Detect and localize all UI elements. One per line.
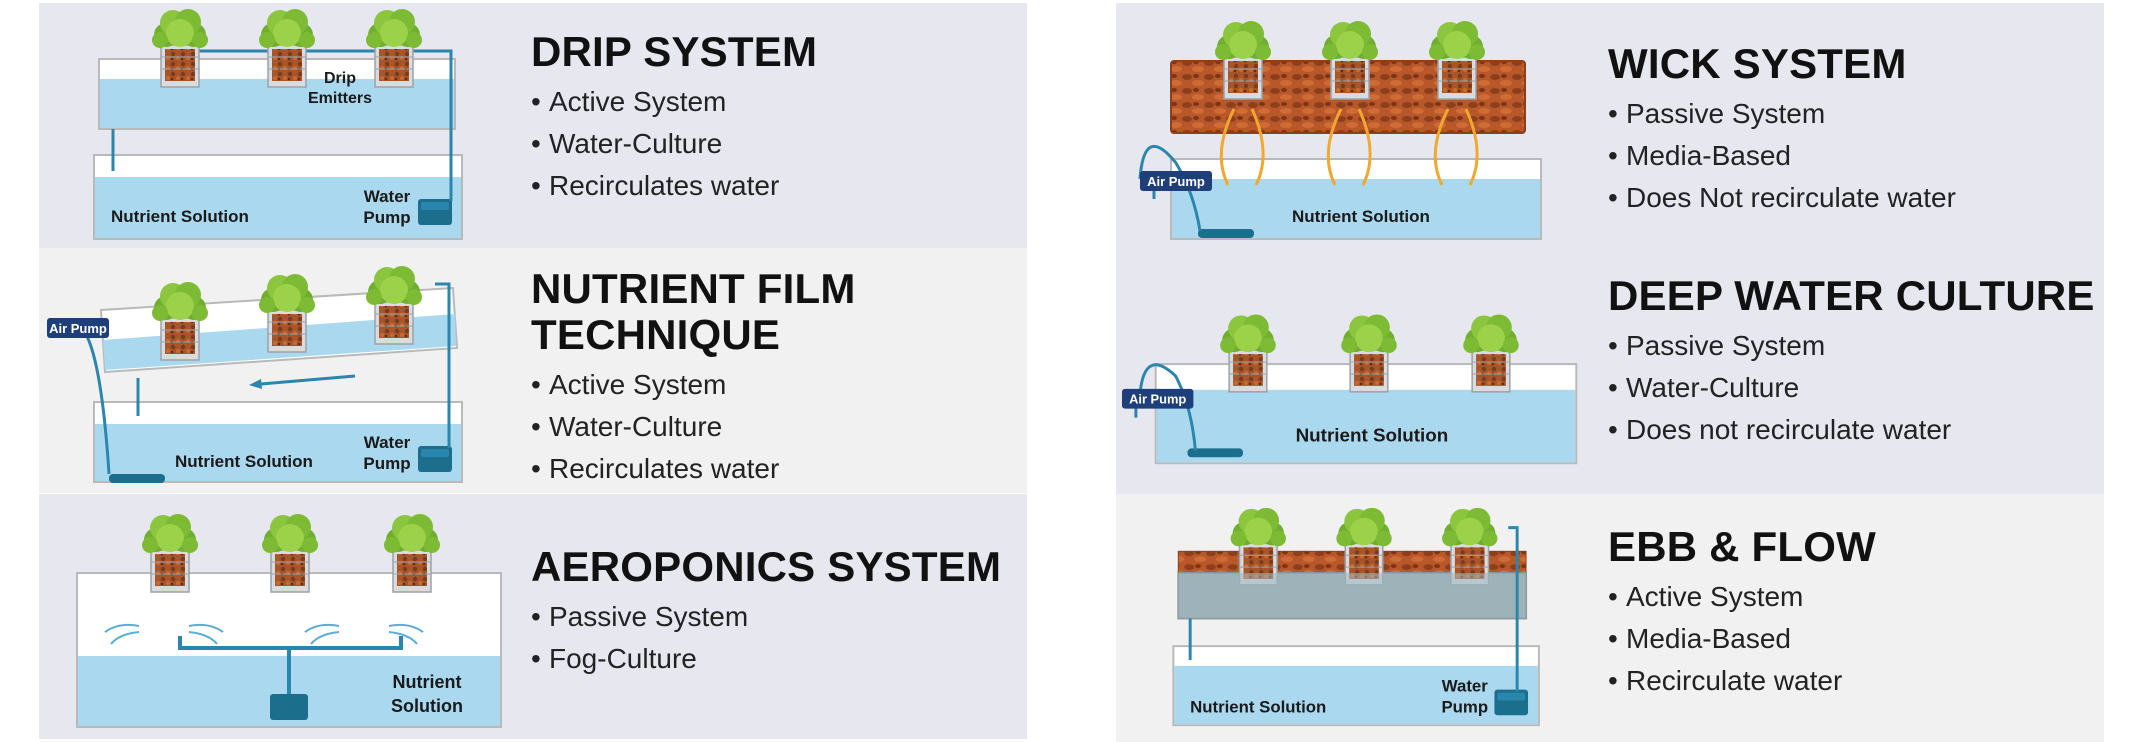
water-pump-icon — [270, 694, 308, 720]
air-pump-label: Air Pump — [1147, 174, 1205, 189]
air-pump-icon — [1140, 171, 1212, 191]
water-pump-label-1: Water — [1442, 677, 1488, 696]
drip-emitters-label-1: Drip — [324, 70, 356, 87]
aeroponics-text: AEROPONICS SYSTEM •Passive System •Fog-C… — [531, 544, 1021, 680]
feature-item: •Water-Culture — [531, 411, 723, 442]
plant-icon — [1214, 20, 1272, 100]
drip-emitters-label-2: Emitters — [308, 90, 372, 107]
water-pump-icon — [1494, 689, 1529, 716]
plant-icon — [365, 265, 423, 345]
panel-wick-system: Air Pump Nutrient Solution WICK SYSTEM •… — [1116, 3, 2104, 247]
nutrient-solution-label: Nutrient Solution — [1292, 207, 1430, 226]
plant-icon — [258, 273, 316, 353]
dwc-illustration: Air Pump Nutrient Solution — [1116, 247, 1616, 492]
wick-system-text: WICK SYSTEM •Passive System •Media-Based… — [1608, 41, 2098, 219]
nft-illustration: Air Pump Nutrient Solution Water Pump — [39, 248, 539, 493]
plant-icon — [365, 8, 423, 88]
plant-icon — [151, 8, 209, 88]
panel-title: DRIP SYSTEM — [531, 28, 818, 75]
feature-item: •Recirculates water — [531, 170, 780, 201]
air-pump-label: Air Pump — [49, 321, 107, 336]
air-pump-label: Air Pump — [1129, 392, 1186, 407]
feature-item: •Active System — [1608, 581, 1804, 612]
nutrient-solution-label: Nutrient Solution — [175, 452, 313, 471]
feature-item: •Water-Culture — [531, 128, 723, 159]
panel-ebb-and-flow: Nutrient Solution Water Pump EBB & FLOW … — [1116, 494, 2104, 742]
water-pump-label-2: Pump — [363, 208, 410, 227]
panel-aeroponics-system: Nutrient Solution AEROPONICS SYSTEM •Pas… — [39, 494, 1027, 739]
water-pump-label-1: Water — [364, 187, 411, 206]
air-stone-icon — [1198, 229, 1254, 238]
water-pump-label-2: Pump — [363, 454, 410, 473]
panel-nutrient-film-technique: Air Pump Nutrient Solution Water Pump NU… — [39, 248, 1027, 493]
panel-title: EBB & FLOW — [1608, 523, 1876, 570]
nutrient-solution-label: Nutrient Solution — [1190, 697, 1326, 716]
air-stone-icon — [109, 474, 165, 483]
feature-item: •Water-Culture — [1608, 372, 1800, 403]
nutrient-solution-label-2: Solution — [391, 696, 463, 716]
plant-icon — [261, 513, 319, 593]
feature-item: •Active System — [531, 369, 727, 400]
plant-icon — [258, 8, 316, 88]
panel-title: DEEP WATER CULTURE — [1608, 272, 2095, 319]
plant-icon — [141, 513, 199, 593]
panel-title-line-1: NUTRIENT FILM — [531, 265, 856, 312]
feature-item: •Fog-Culture — [531, 643, 697, 674]
air-pump-icon — [1121, 388, 1194, 409]
panel-title: WICK SYSTEM — [1608, 40, 1907, 87]
plant-icon — [1340, 313, 1398, 393]
panel-drip-system: Drip Emitters Nutrient Solution Water Pu… — [39, 3, 1027, 248]
drip-system-illustration: Drip Emitters Nutrient Solution Water Pu… — [39, 3, 539, 248]
water-pump-icon — [418, 446, 452, 472]
feature-item: •Recirculates water — [531, 453, 780, 484]
plant-icon — [1428, 20, 1486, 100]
feature-item: •Passive System — [1608, 98, 1826, 129]
feature-item: •Media-Based — [1608, 140, 1791, 171]
wick-system-illustration: Air Pump Nutrient Solution — [1116, 3, 1616, 248]
aeroponics-illustration: Nutrient Solution — [39, 494, 539, 739]
water-pump-icon — [418, 199, 452, 225]
water-pump-label-2: Pump — [1441, 697, 1488, 716]
water-pump-label-1: Water — [364, 433, 411, 452]
plant-icon — [151, 281, 209, 361]
feature-item: •Recirculate water — [1608, 665, 1843, 696]
feature-item: •Does Not recirculate water — [1608, 182, 1956, 213]
nft-text: NUTRIENT FILM TECHNIQUE •Active System •… — [531, 266, 1021, 490]
plant-icon — [1321, 20, 1379, 100]
panel-deep-water-culture: Air Pump Nutrient Solution DEEP WATER CU… — [1116, 247, 2104, 494]
plant-icon — [1462, 313, 1520, 393]
ebb-flow-illustration: Nutrient Solution Water Pump — [1116, 494, 1616, 739]
feature-item: •Media-Based — [1608, 623, 1791, 654]
wick-icon — [1219, 108, 1479, 186]
feature-item: •Active System — [531, 86, 727, 117]
dwc-text: DEEP WATER CULTURE •Passive System •Wate… — [1608, 273, 2098, 451]
nutrient-solution-label: Nutrient Solution — [1296, 424, 1449, 445]
plant-icon — [1219, 313, 1277, 393]
panel-title-line-2: TECHNIQUE — [531, 311, 781, 358]
air-pump-icon — [47, 318, 109, 338]
nutrient-solution-label-1: Nutrient — [393, 672, 462, 692]
feature-item: •Passive System — [531, 601, 749, 632]
mist-spray-icon — [104, 623, 424, 645]
feature-item: •Passive System — [1608, 330, 1826, 361]
ebb-flow-text: EBB & FLOW •Active System •Media-Based •… — [1608, 524, 2098, 702]
plant-icon — [383, 513, 441, 593]
nutrient-solution-label: Nutrient Solution — [111, 207, 249, 226]
feature-item: •Does not recirculate water — [1608, 414, 1952, 445]
panel-title: AEROPONICS SYSTEM — [531, 543, 1002, 590]
drip-system-text: DRIP SYSTEM •Active System •Water-Cultur… — [531, 29, 1021, 207]
